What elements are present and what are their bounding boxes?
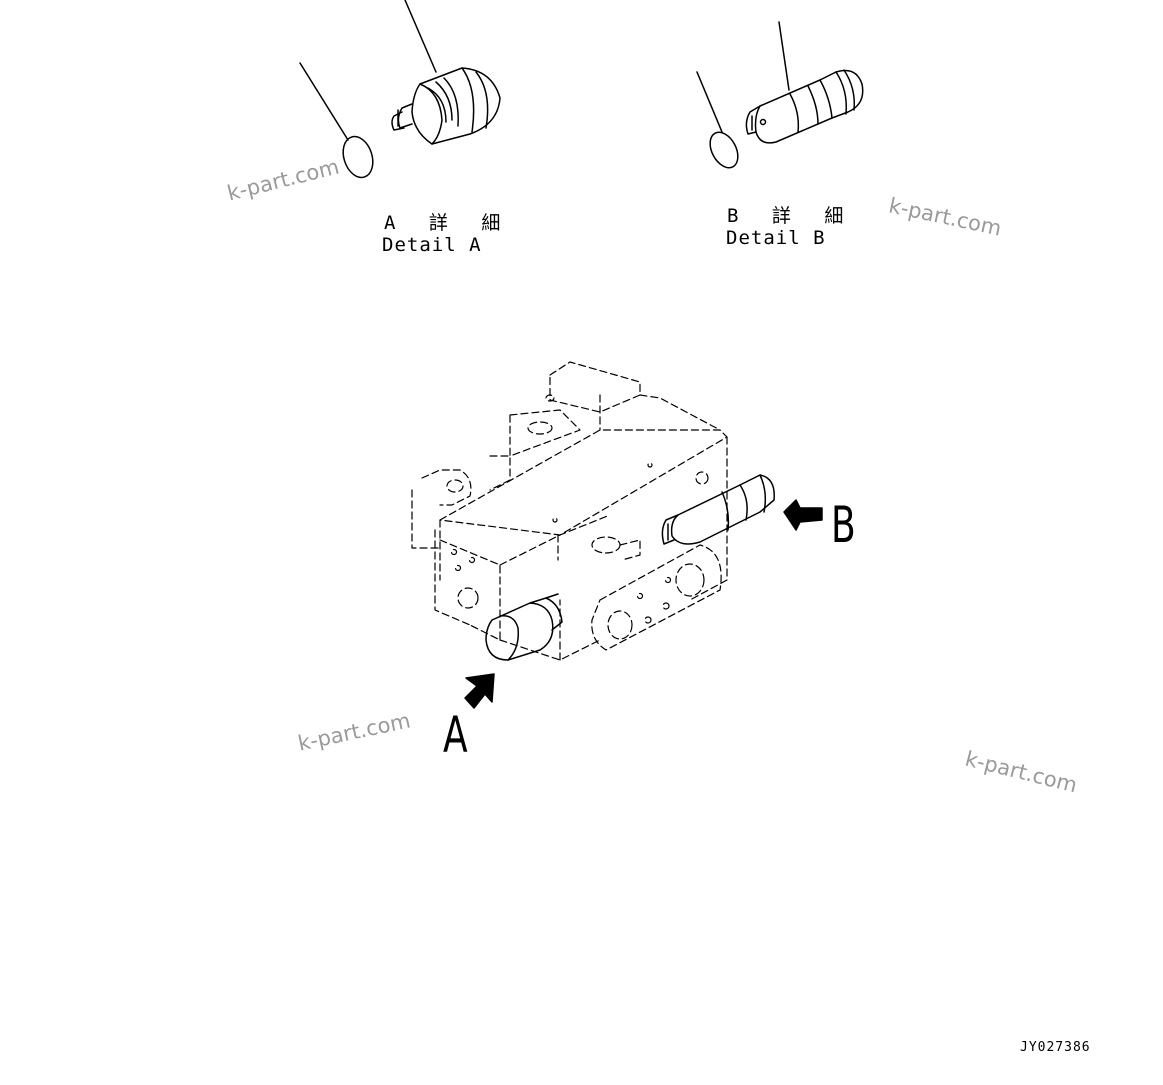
- arrow-b-icon: [783, 499, 823, 531]
- installed-cartridge-b: [661, 474, 775, 545]
- detail-a-valve-cartridge: [391, 0, 501, 145]
- detail-b-oring: [696, 71, 739, 169]
- detail-a-oring: [299, 62, 374, 179]
- detail-a-label-en: Detail A: [382, 234, 482, 256]
- callout-b: B: [831, 496, 856, 554]
- arrow-a-icon: [464, 673, 495, 709]
- installed-cartridge-a: [485, 593, 563, 661]
- drawing-code: JY027386: [1020, 1040, 1091, 1055]
- detail-b-label-jp: B 詳 細: [727, 205, 855, 227]
- detail-b-valve-cartridge: [745, 21, 864, 144]
- detail-a-label-jp: A 詳 細: [384, 212, 512, 234]
- control-valve-block: [411, 361, 728, 661]
- detail-b-label-en: Detail B: [726, 227, 826, 249]
- callout-a: A: [443, 706, 468, 764]
